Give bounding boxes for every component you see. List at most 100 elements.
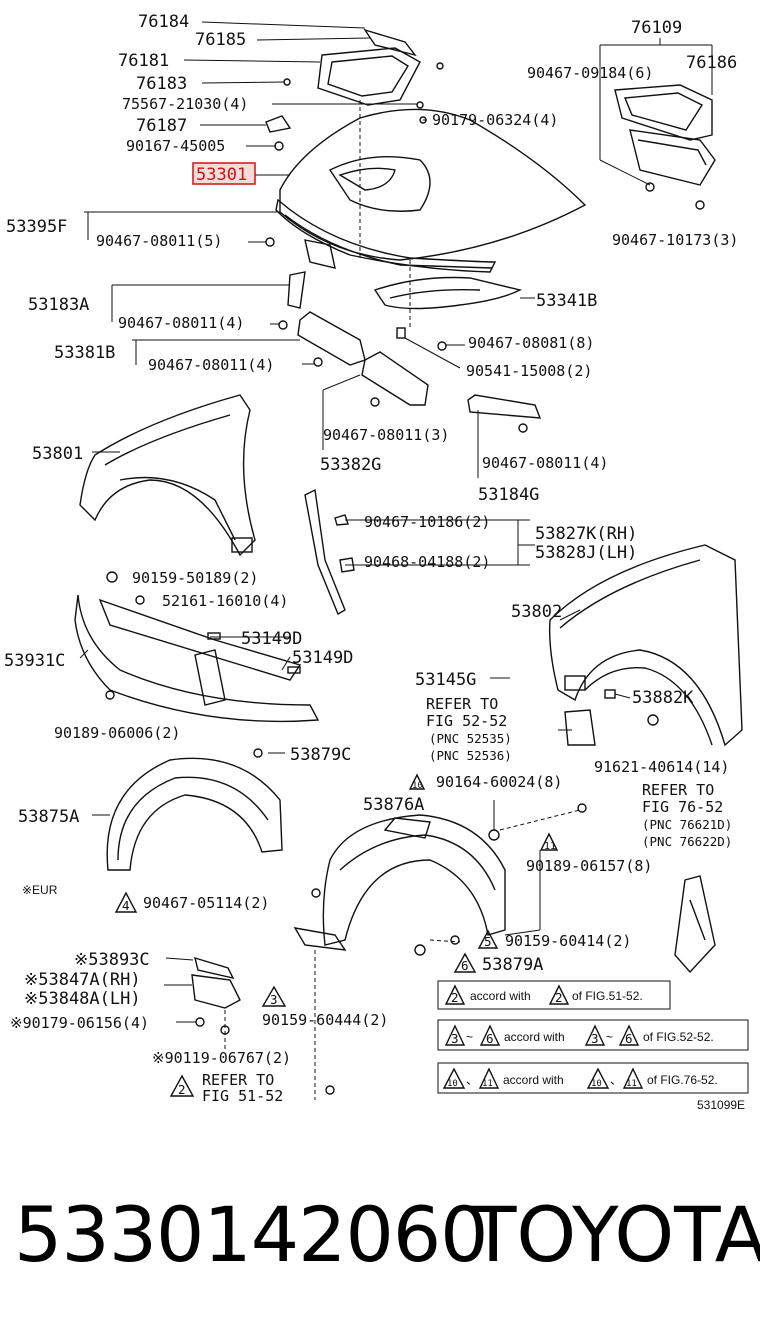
- label-90189-06157: 90189-06157(8): [526, 857, 652, 875]
- svg-text:2: 2: [555, 990, 563, 1005]
- label-90467-10173: 90467-10173(3): [612, 231, 738, 249]
- triangle-mark-icon: [114, 891, 138, 913]
- label-76109: 76109: [631, 18, 682, 38]
- triangle-mark-icon: [261, 985, 287, 1007]
- svg-text:of FIG.51-52.: of FIG.51-52.: [572, 989, 643, 1003]
- label-90119: ※90119-06767(2): [152, 1049, 291, 1067]
- part-labels: 76184 76185 76181 76183 75567-21030(4) 7…: [4, 12, 745, 1112]
- label-53848A: ※53848A(LH): [24, 989, 141, 1009]
- label-52161: 52161-16010(4): [162, 592, 288, 610]
- left-fender-drawing: [79, 394, 256, 557]
- tri-label-3: 3: [270, 992, 278, 1007]
- label-90159-50189: 90159-50189(2): [132, 569, 258, 587]
- triangle-markers: 10 11 4 5 6 3 2: [114, 773, 559, 1097]
- svg-text:accord with: accord with: [503, 1073, 564, 1087]
- label-76181: 76181: [118, 51, 169, 71]
- label-90541: 90541-15008(2): [466, 362, 592, 380]
- front-apron-drawing: [74, 571, 320, 723]
- svg-text:accord with: accord with: [470, 989, 531, 1003]
- label-91621: 91621-40614(14): [594, 758, 729, 776]
- label-53183A: 53183A: [28, 295, 89, 315]
- label-53847A: ※53847A(RH): [24, 970, 141, 990]
- svg-text:、: 、: [610, 1073, 622, 1087]
- svg-text:11: 11: [482, 1079, 493, 1089]
- svg-text:3: 3: [591, 1031, 599, 1046]
- tri-label-4: 4: [122, 898, 130, 913]
- label-90467-08011-4b: 90467-08011(4): [148, 356, 274, 374]
- highlight-box-53301: [192, 162, 256, 185]
- label-90467-08011-4c: 90467-08011(4): [482, 454, 608, 472]
- svg-text:3: 3: [451, 1031, 459, 1046]
- label-90467-08011-4a: 90467-08011(4): [118, 314, 244, 332]
- brand-name: TOYOTA: [470, 1190, 760, 1279]
- label-53145G: 53145G: [415, 670, 476, 690]
- label-53381B: 53381B: [54, 343, 115, 363]
- part-number: 5330142060: [14, 1190, 489, 1279]
- leader-lines: [79, 21, 631, 1023]
- svg-text:accord with: accord with: [504, 1030, 565, 1044]
- label-pnc-76621: (PNC 76621D): [642, 817, 732, 832]
- triangle-mark-icon: [477, 929, 499, 949]
- label-53341B: 53341B: [536, 291, 597, 311]
- tri-label-5: 5: [484, 934, 492, 949]
- tri-label-2: 2: [178, 1082, 186, 1097]
- label-refer-52-2: FIG 52-52: [426, 712, 507, 730]
- footer-row: 5330142060 TOYOTA: [0, 1190, 760, 1280]
- svg-text:6: 6: [486, 1031, 494, 1046]
- label-53395F: 53395F: [6, 217, 67, 237]
- svg-text:10: 10: [591, 1079, 602, 1089]
- note-box-2: 3 ~ 6 accord with 3 ~ 6 of FIG.52-52.: [437, 1019, 749, 1051]
- label-75567: 75567-21030(4): [122, 95, 248, 113]
- svg-text:10: 10: [447, 1079, 458, 1089]
- svg-text:~: ~: [466, 1030, 473, 1044]
- label-76184: 76184: [138, 12, 189, 32]
- triangle-mark-icon: [408, 773, 426, 790]
- label-refer-52-1: REFER TO: [426, 695, 498, 713]
- label-90467-09184: 90467-09184(6): [527, 64, 653, 82]
- label-90164: 90164-60024(8): [436, 773, 562, 791]
- label-53876A: 53876A: [363, 795, 424, 815]
- label-53879A: 53879A: [482, 955, 543, 975]
- label-90467-08011-3: 90467-08011(3): [323, 426, 449, 444]
- note-box-1: 2 accord with 2 of FIG.51-52.: [437, 980, 671, 1010]
- label-53184G: 53184G: [478, 485, 539, 505]
- label-refer-76-1: REFER TO: [642, 781, 714, 799]
- label-53301[interactable]: 53301: [196, 165, 247, 185]
- label-53828J: 53828J(LH): [535, 543, 637, 563]
- label-90467-10186: 90467-10186(2): [364, 513, 490, 531]
- eur-bracket-drawing: [191, 956, 335, 1095]
- label-53893C: ※53893C: [74, 950, 150, 970]
- label-pnc-52535: (PNC 52535): [429, 731, 512, 746]
- right-fender-drawing: [549, 544, 743, 747]
- label-90159-60414: 90159-60414(2): [505, 932, 631, 950]
- label-pnc-76622: (PNC 76622D): [642, 834, 732, 849]
- svg-text:~: ~: [606, 1030, 613, 1044]
- triangle-mark-icon: [169, 1074, 195, 1097]
- label-76186: 76186: [686, 53, 737, 73]
- label-90467-08081: 90467-08081(8): [468, 334, 594, 352]
- triangle-mark-icon: [453, 952, 477, 973]
- label-pnc-52536: (PNC 52536): [429, 748, 512, 763]
- label-53931C: 53931C: [4, 651, 65, 671]
- label-90468: 90468-04188(2): [364, 553, 490, 571]
- label-diagram-id: 531099E: [697, 1098, 745, 1112]
- svg-text:of FIG.52-52.: of FIG.52-52.: [643, 1030, 714, 1044]
- label-90467-08011-5: 90467-08011(5): [96, 232, 222, 250]
- label-53802: 53802: [511, 602, 562, 622]
- mudflap-drawing: [674, 875, 716, 974]
- label-eur: ※EUR: [22, 883, 58, 897]
- label-90189-06006: 90189-06006(2): [54, 724, 180, 742]
- tri-label-10: 10: [412, 781, 423, 791]
- svg-text:2: 2: [451, 990, 459, 1005]
- label-90179-06324: 90179-06324(4): [432, 111, 558, 129]
- left-liner-drawing: [106, 748, 283, 871]
- hood-assembly-drawing: [265, 28, 587, 330]
- svg-text:11: 11: [626, 1079, 637, 1089]
- label-76187: 76187: [136, 116, 187, 136]
- label-53382G: 53382G: [320, 455, 381, 475]
- label-53827K: 53827K(RH): [535, 524, 637, 544]
- fender-seal-drawing: [304, 488, 530, 616]
- label-53882K: 53882K: [632, 688, 694, 708]
- note-box-3: 10 、 11 accord with 10 、 11 of FIG.76-52…: [437, 1062, 749, 1094]
- triangle-mark-icon: [539, 832, 559, 851]
